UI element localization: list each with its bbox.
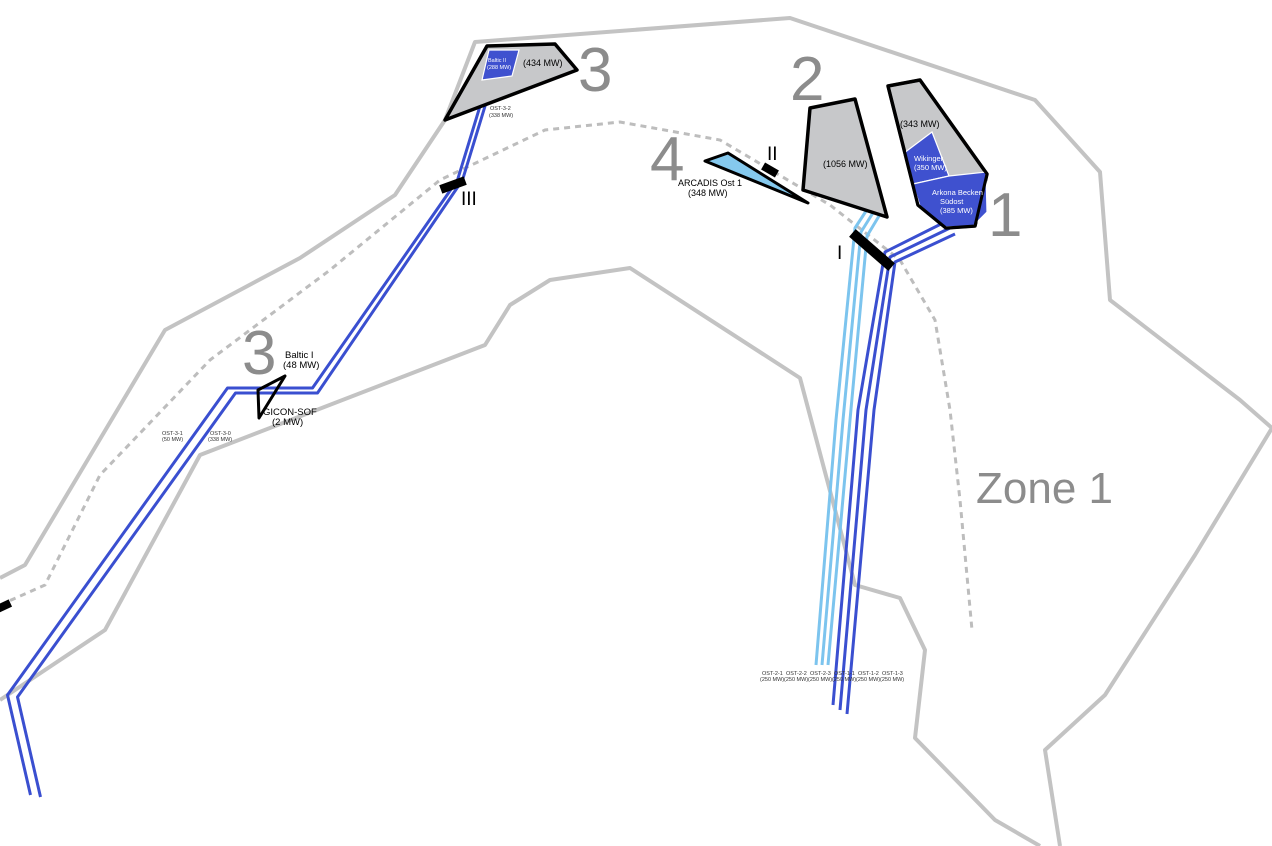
cable-ost-3-0-capacity: (338 MW) bbox=[208, 437, 232, 443]
area-1-grey-capacity: (343 MW) bbox=[900, 119, 940, 129]
area-number-4: 4 bbox=[650, 125, 684, 194]
cable-route-ost-3 bbox=[6, 97, 489, 798]
crossing-marker-ii bbox=[761, 162, 779, 178]
arkona-name-1: Arkona Becken bbox=[932, 188, 983, 197]
cable-ost-3-2-capacity: (338 MW) bbox=[489, 113, 513, 119]
cable-ost-2-3-capacity: (250 MW) bbox=[808, 677, 832, 683]
area-2 bbox=[801, 97, 889, 219]
cable-ost-1-2-capacity: (250 MW) bbox=[856, 677, 880, 683]
area-3-north bbox=[443, 42, 579, 122]
cable-ost-3-2-name: OST-3-2 bbox=[490, 106, 511, 112]
cable-ost-1-2-name: OST-1-2 bbox=[858, 671, 879, 677]
cable-route-ost-2 bbox=[814, 204, 884, 666]
territorial-boundary bbox=[0, 266, 1042, 846]
crossing-label-ii: II bbox=[767, 144, 778, 165]
cable-ost-2-2-name: OST-2-2 bbox=[786, 671, 807, 677]
area-number-3-west: 3 bbox=[242, 319, 276, 388]
crossing-label-iii: III bbox=[461, 189, 477, 210]
park-baltic-2 bbox=[481, 49, 520, 81]
crossing-marker-iii bbox=[439, 176, 467, 194]
arcadis-capacity: (348 MW) bbox=[688, 188, 728, 198]
area-number-2: 2 bbox=[790, 45, 824, 114]
cable-ost-1-3-name: OST-1-3 bbox=[882, 671, 903, 677]
zone-1-boundary bbox=[0, 120, 974, 631]
area-number-1: 1 bbox=[988, 181, 1022, 250]
cable-ost-3-0-name: OST-3-0 bbox=[210, 431, 231, 437]
crossing-marker-i bbox=[849, 229, 895, 271]
cable-ost-2-1-name: OST-2-1 bbox=[762, 671, 783, 677]
cable-ost-2-2-capacity: (250 MW) bbox=[784, 677, 808, 683]
cable-ost-2-1-capacity: (250 MW) bbox=[760, 677, 784, 683]
cable-ost-3-1-capacity: (50 MW) bbox=[162, 437, 183, 443]
baltic-2-capacity: (288 MW) bbox=[487, 65, 511, 71]
zone-label: Zone 1 bbox=[976, 464, 1113, 513]
eez-boundary bbox=[0, 16, 1272, 580]
arcadis-name: ARCADIS Ost 1 bbox=[678, 178, 742, 188]
gicon-capacity: (2 MW) bbox=[272, 417, 303, 428]
border-line-east bbox=[1043, 426, 1272, 846]
cable-ost-3-1-name: OST-3-1 bbox=[162, 431, 183, 437]
area-3-west-baltic-1 bbox=[256, 374, 287, 420]
baltic-1-name: Baltic I bbox=[285, 350, 314, 361]
area-3-north-capacity: (434 MW) bbox=[523, 58, 563, 68]
cable-ost-1-3-capacity: (250 MW) bbox=[880, 677, 904, 683]
cable-route-ost-1 bbox=[831, 220, 956, 715]
area-number-3-north: 3 bbox=[578, 36, 612, 105]
area-1-outline bbox=[886, 78, 989, 230]
cable-ost-1-1-capacity: (250 MW) bbox=[832, 677, 856, 683]
baltic-1-capacity: (48 MW) bbox=[283, 360, 319, 371]
crossing-label-i: I bbox=[837, 243, 842, 264]
baltic-2-name: Baltic II bbox=[488, 58, 507, 64]
park-arcadis-ost-1 bbox=[703, 151, 810, 205]
wikinger-name: Wikinger bbox=[914, 154, 944, 163]
gicon-name: GICON-SOF bbox=[263, 407, 317, 418]
crossing-marker-west bbox=[0, 599, 13, 613]
arkona-capacity: (385 MW) bbox=[940, 206, 973, 215]
cable-ost-1-1-name: OST-1-1 bbox=[834, 671, 855, 677]
wikinger-capacity: (350 MW) bbox=[914, 163, 947, 172]
arkona-name-2: Südost bbox=[940, 197, 964, 206]
cable-ost-2-3-name: OST-2-3 bbox=[810, 671, 831, 677]
area-2-capacity: (1056 MW) bbox=[823, 159, 868, 169]
